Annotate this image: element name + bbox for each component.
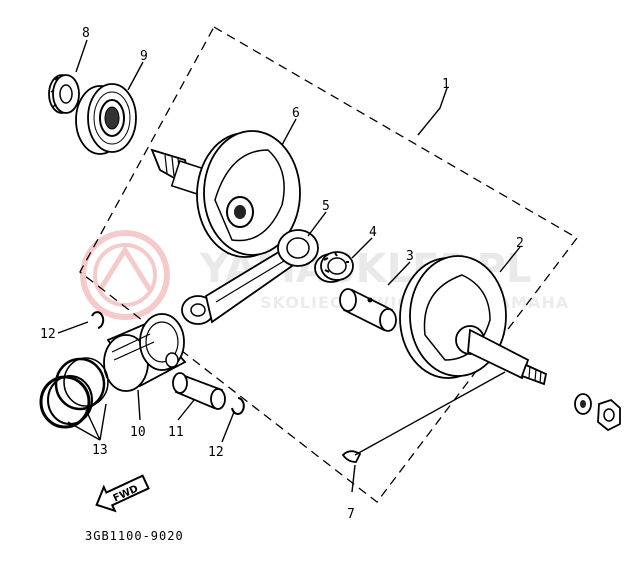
leader-11 bbox=[177, 399, 195, 421]
diagram-code: 3GB1100-9020 bbox=[85, 529, 184, 543]
leader-7 bbox=[351, 464, 356, 493]
part-9-bearing bbox=[75, 83, 137, 155]
leader-2 bbox=[499, 246, 521, 273]
label-part-12-lower: 12 bbox=[208, 445, 224, 460]
leader-8 bbox=[75, 39, 88, 73]
label-part-6: 6 bbox=[292, 106, 300, 121]
assembly-outline bbox=[79, 26, 578, 503]
fwd-arrow-icon: FWD bbox=[95, 474, 150, 513]
leader-9 bbox=[127, 61, 144, 91]
label-part-9: 9 bbox=[140, 49, 148, 64]
part-6-crank-left bbox=[150, 130, 301, 258]
part-3-crank-pin bbox=[339, 288, 397, 332]
washer bbox=[574, 393, 592, 415]
leader-5 bbox=[307, 211, 327, 237]
label-part-7: 7 bbox=[347, 507, 355, 522]
label-part-5: 5 bbox=[322, 199, 330, 214]
label-part-3: 3 bbox=[406, 249, 414, 264]
label-part-1: 1 bbox=[442, 77, 450, 92]
part-8-nut bbox=[48, 74, 80, 114]
leader-1 bbox=[417, 87, 448, 136]
leader-6 bbox=[281, 118, 297, 146]
part-13-piston-rings bbox=[39, 357, 109, 429]
leader-4 bbox=[351, 237, 373, 259]
leader-10 bbox=[137, 389, 141, 421]
label-part-13: 13 bbox=[92, 443, 108, 458]
label-part-11: 11 bbox=[168, 425, 184, 440]
leader-12-lower bbox=[221, 411, 235, 443]
part-12-circlip-upper bbox=[91, 311, 105, 329]
leader-7-key bbox=[354, 371, 506, 456]
leader-12-upper bbox=[57, 321, 89, 334]
part-12-circlip-lower bbox=[231, 397, 245, 415]
part-5-connecting-rod bbox=[181, 229, 319, 325]
part-4-needle-bearing bbox=[314, 251, 354, 283]
label-part-8: 8 bbox=[82, 26, 90, 41]
leader-13 bbox=[67, 403, 107, 441]
part-11-piston-pin bbox=[172, 372, 226, 410]
part-2-crank-right bbox=[399, 255, 548, 386]
leader-3 bbox=[387, 261, 411, 286]
label-part-4: 4 bbox=[369, 225, 377, 240]
crankshaft-nut bbox=[597, 398, 621, 432]
watermark-logo bbox=[80, 230, 170, 320]
label-part-2: 2 bbox=[516, 236, 524, 251]
part-10-piston bbox=[103, 313, 187, 392]
label-part-12-upper: 12 bbox=[40, 327, 56, 342]
label-part-10: 10 bbox=[130, 425, 146, 440]
